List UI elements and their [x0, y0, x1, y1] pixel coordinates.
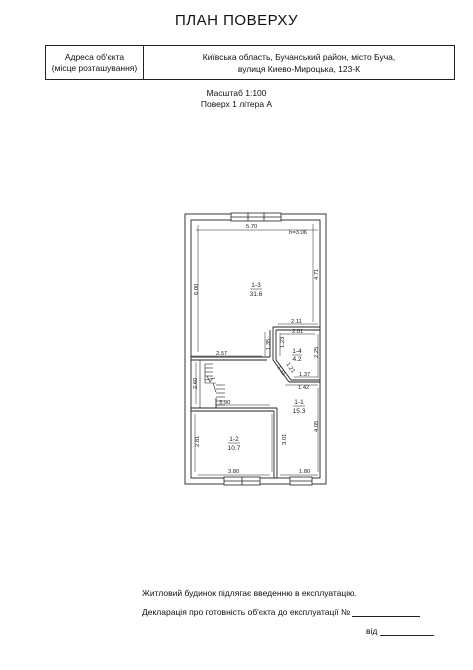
window-top	[230, 212, 282, 222]
interior-walls	[191, 326, 320, 478]
room-labels: 1-3 31.6 1-4 4.2 1-1 15.3 1-2 10.7	[228, 282, 306, 452]
dim-left-height: 6.00	[194, 284, 200, 295]
footer-line3: від	[366, 626, 378, 636]
scale-text: Масштаб 1:100	[206, 88, 267, 98]
outer-wall-outer	[184, 213, 327, 485]
address-label-line1: Адреса об'єкта	[64, 51, 125, 62]
dim-right-upper: 4.71	[314, 269, 320, 280]
dim-diag-a: 1.21	[284, 362, 295, 375]
dim-room2-right: 3.01	[282, 434, 288, 445]
dim-top-width: 5.70	[246, 224, 257, 230]
declaration-date-field[interactable]	[379, 635, 434, 636]
footer-line1: Житловий будинок підлягає введенню в екс…	[142, 588, 357, 598]
dim-stair-bottom: 1.37	[299, 372, 310, 378]
dim-height-mark: h=3.06	[289, 230, 307, 236]
page-title: ПЛАН ПОВЕРХУ	[175, 12, 298, 29]
footer-declaration: Декларація про готовність об'єкта до екс…	[142, 607, 421, 617]
dimension-labels: 5.70 h=3.06 6.00 4.71 2.11 2.01 1.35 1.2…	[193, 224, 320, 475]
room-1-2-id: 1-2	[229, 436, 239, 443]
room-1-2-area: 10.7	[228, 445, 241, 452]
window-bottom	[223, 476, 313, 486]
footer-line2: Декларація про готовність об'єкта до екс…	[142, 607, 351, 617]
dim-stair-left: 1.35	[266, 339, 272, 350]
address-label-cell: Адреса об'єкта (місце розташування)	[46, 46, 144, 79]
footer-date: від	[366, 626, 434, 636]
room-1-3-id: 1-3	[251, 282, 261, 289]
room-1-4-id: 1-4	[292, 348, 302, 355]
dim-landing-width: 2.57	[216, 351, 227, 357]
dim-landing-height: 2.60	[193, 378, 199, 389]
dim-room2-bottom: 3.80	[228, 469, 239, 475]
dimension-lines	[191, 224, 319, 476]
outer-walls	[184, 213, 327, 485]
address-label-line2: (місце розташування)	[51, 62, 138, 73]
declaration-number-field[interactable]	[352, 616, 421, 617]
dim-hall-right: 4.05	[314, 421, 320, 432]
address-value-line2: вулиця Киево-Мироцька, 123-К	[237, 63, 361, 74]
dim-hall-top: 1.42	[298, 385, 309, 391]
dim-stair-top: 2.11	[291, 319, 302, 325]
dim-hall-bottom: 1.80	[299, 469, 310, 475]
dim-diag-b: 1.11	[275, 365, 286, 377]
floor-text: Поверх 1 літера А	[200, 99, 273, 109]
room-1-3-area: 31.6	[250, 291, 263, 298]
room-1-1-area: 15.3	[293, 408, 306, 415]
dim-room2-top: 3.90	[219, 400, 230, 406]
dim-stair-inner-left: 1.23	[280, 337, 286, 348]
dim-stair-right: 2.25	[314, 347, 320, 358]
scale-block: Масштаб 1:100 Поверх 1 літера А	[0, 88, 473, 110]
dim-stair-inner-top: 2.01	[292, 329, 303, 335]
address-table: Адреса об'єкта (місце розташування) Київ…	[45, 45, 455, 80]
room-1-4-area: 4.2	[292, 356, 301, 363]
dim-room2-left: 2.81	[195, 436, 201, 447]
address-value-line1: Київська область, Бучанський район, міст…	[202, 51, 396, 62]
address-value-cell: Київська область, Бучанський район, міст…	[144, 46, 454, 79]
room-1-1-id: 1-1	[294, 399, 304, 406]
